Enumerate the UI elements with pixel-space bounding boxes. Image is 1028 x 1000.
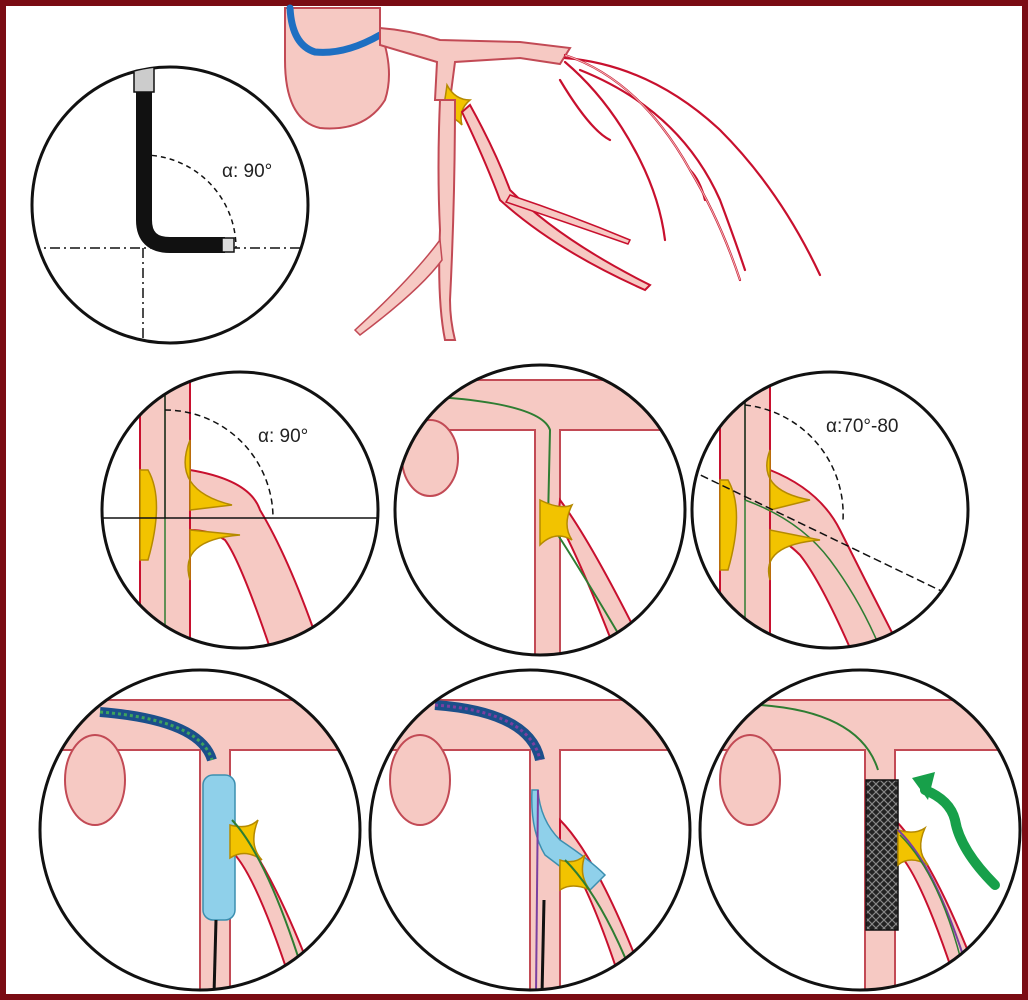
marginal-branch-5	[560, 80, 610, 140]
angle-label-step3: α:70°-80	[826, 416, 898, 437]
lad-vessel	[439, 100, 456, 340]
aortic-root	[285, 8, 389, 128]
lad-left-branch	[355, 240, 442, 335]
left-main-vessel	[380, 28, 570, 100]
step-3-circle: α:70°-80	[690, 370, 968, 648]
angle-label-step1: α: 90°	[258, 426, 308, 447]
step-5-circle	[370, 670, 690, 995]
step-2-circle	[395, 365, 690, 660]
step-6-circle	[700, 670, 1020, 995]
marginal-branch-2	[565, 58, 820, 275]
marginal-branch-3	[565, 62, 665, 240]
angle-label-overview: α: 90°	[222, 161, 272, 182]
marginal-branch-4	[580, 70, 745, 270]
diagonal-branch	[462, 105, 650, 290]
coronary-tree	[285, 8, 820, 340]
step-4-circle	[40, 670, 360, 995]
step-1-circle: α: 90°	[100, 370, 380, 648]
stent	[866, 780, 898, 930]
catheter-angle-overview: α: 90°	[30, 62, 310, 345]
